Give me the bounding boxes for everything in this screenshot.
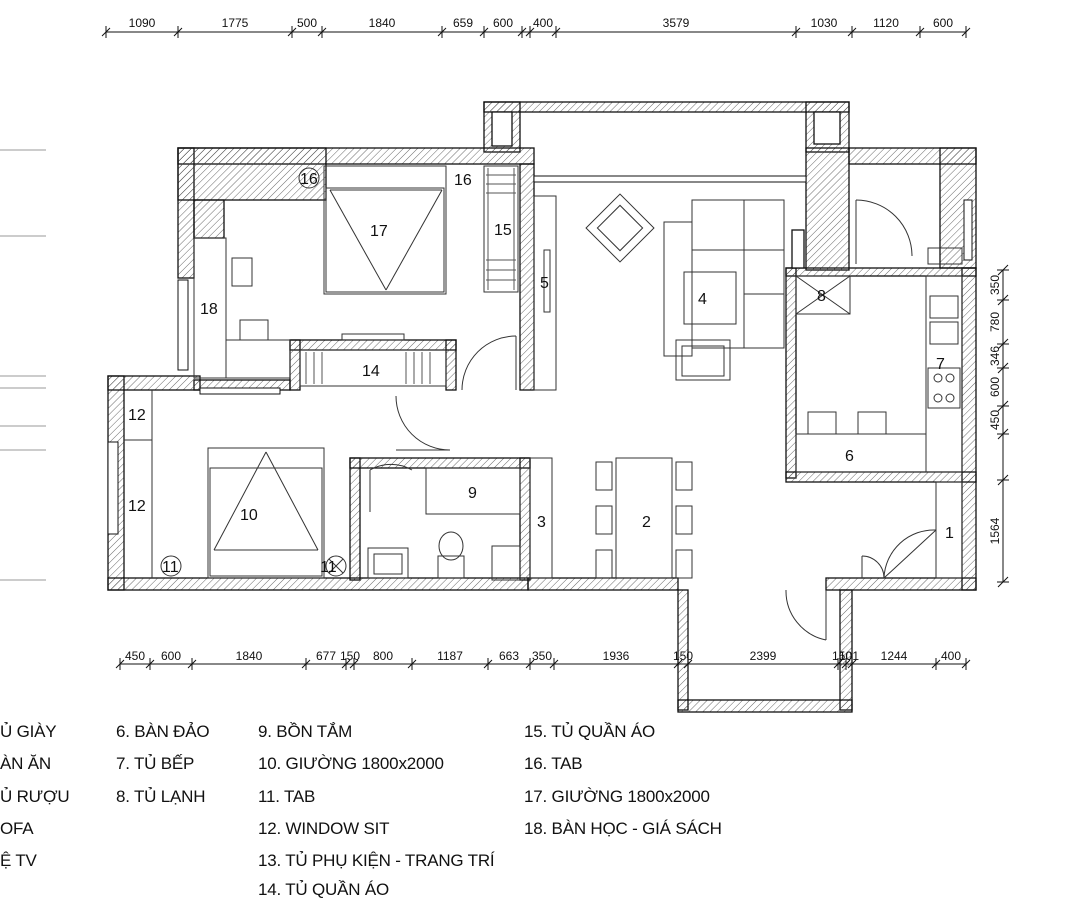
dim-bottom-2: 1840 (236, 649, 263, 663)
label-7: 7 (936, 356, 945, 373)
dim-top-4: 659 (453, 16, 473, 30)
label-1: 1 (945, 525, 954, 542)
dim-bottom-4: 150 (340, 649, 360, 663)
dim-top-2: 500 (297, 16, 317, 30)
dim-right-1: 780 (988, 312, 1002, 332)
dim-top-9: 1120 (873, 16, 899, 30)
dim-top-1: 1775 (222, 16, 249, 30)
label-5: 5 (540, 275, 549, 292)
label-18: 18 (200, 301, 218, 318)
legend-c1-3: OFA (0, 819, 34, 838)
label-16b: 16 (454, 172, 472, 189)
room-labels: 1 2 3 4 5 6 7 8 9 10 11 11 12 12 14 15 1… (128, 171, 954, 576)
dim-bottom-3: 677 (316, 649, 336, 663)
dim-top-10: 600 (933, 16, 953, 30)
legend-c3-4: 13. TỦ PHỤ KIỆN - TRANG TRÍ (258, 851, 495, 870)
left-edge-lines (0, 149, 46, 581)
label-4: 4 (698, 291, 707, 308)
label-3: 3 (537, 514, 546, 531)
dim-bottom-15: 400 (941, 649, 961, 663)
label-10: 10 (240, 507, 258, 524)
top-dimension-line (101, 26, 971, 38)
right-dimension-line (997, 264, 1009, 588)
dim-bottom-1: 600 (161, 649, 181, 663)
label-17: 17 (370, 223, 388, 240)
dim-top-6: 400 (533, 16, 553, 30)
dim-right-5: 1564 (988, 517, 1002, 544)
legend-c1-4: Ệ TV (0, 851, 37, 870)
label-9: 9 (468, 485, 477, 502)
dim-bottom-7: 663 (499, 649, 519, 663)
dim-top-8: 1030 (811, 16, 838, 30)
label-11b: 11 (320, 559, 337, 576)
legend-c3-2: 11. TAB (258, 787, 316, 806)
furniture (124, 165, 963, 581)
dim-right-4: 450 (988, 410, 1002, 430)
columns (491, 111, 841, 269)
dim-top-0: 1090 (129, 16, 156, 30)
dim-top-5: 600 (493, 16, 513, 30)
dim-right-3: 600 (988, 377, 1002, 397)
dim-bottom-0: 450 (125, 649, 145, 663)
label-2: 2 (642, 514, 651, 531)
legend-c3-1: 10. GIƯỜNG 1800x2000 (258, 754, 444, 773)
windows (107, 175, 973, 535)
dim-bottom-8: 350 (532, 649, 552, 663)
label-12a: 12 (128, 407, 146, 424)
dim-top-7: 3579 (663, 16, 690, 30)
dim-right-0: 350 (988, 275, 1002, 295)
legend-c3-3: 12. WINDOW SIT (258, 819, 390, 838)
legend-c2-2: 8. TỦ LẠNH (116, 787, 206, 806)
label-12b: 12 (128, 498, 146, 515)
dim-top-3: 1840 (369, 16, 396, 30)
label-16a: 16 (300, 171, 318, 188)
walls (107, 101, 977, 713)
dim-bottom-11: 2399 (750, 649, 777, 663)
legend-c2-0: 6. BÀN ĐẢO (116, 722, 210, 741)
dim-bottom-5: 800 (373, 649, 393, 663)
legend-c4-1: 16. TAB (524, 754, 583, 773)
dim-bottom-6: 1187 (437, 649, 463, 663)
legend-c1-0: Ủ GIÀY (0, 722, 57, 741)
dim-right-2: 346 (988, 346, 1002, 366)
label-14: 14 (362, 363, 380, 380)
legend-c4-0: 15. TỦ QUẦN ÁO (524, 722, 656, 741)
dim-bottom-9: 1936 (603, 649, 630, 663)
legend-c1-1: ÀN ĂN (0, 754, 51, 773)
legend-c4-2: 17. GIƯỜNG 1800x2000 (524, 787, 710, 806)
legend-c3-0: 9. BỒN TẮM (258, 722, 353, 741)
legend-c3-5: 14. TỦ QUẦN ÁO (258, 880, 390, 899)
legend-c4-3: 18. BÀN HỌC - GIÁ SÁCH (524, 819, 722, 838)
legend-c1-2: Ủ RƯỢU (0, 787, 70, 806)
label-15: 15 (494, 222, 512, 239)
doors (369, 199, 937, 641)
dim-bottom-14: 1244 (881, 649, 908, 663)
label-6: 6 (845, 448, 854, 465)
legend-c2-1: 7. TỦ BẾP (116, 754, 195, 773)
label-8: 8 (817, 288, 826, 305)
label-11a: 11 (162, 559, 179, 576)
